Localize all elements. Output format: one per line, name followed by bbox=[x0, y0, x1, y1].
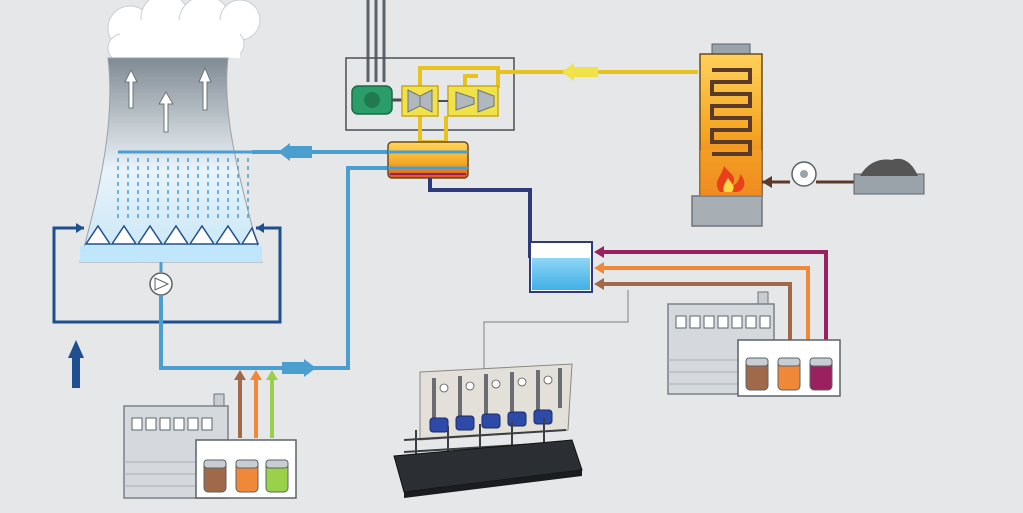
tank-icon bbox=[529, 241, 593, 293]
dosing-skid-icon bbox=[393, 363, 583, 498]
generator-icon bbox=[351, 85, 402, 115]
steam-plume-icon bbox=[107, 0, 261, 63]
cooling-water-line bbox=[159, 150, 388, 370]
flow-arrow-left bbox=[278, 143, 312, 161]
control-lines bbox=[483, 290, 629, 370]
makeup-water-arrow bbox=[68, 340, 84, 388]
chemical-feed-lines-right bbox=[602, 250, 828, 340]
cooling-tower-icon bbox=[79, 0, 263, 263]
boiler-icon bbox=[691, 43, 763, 227]
fan-icon bbox=[762, 161, 856, 188]
chemical-feed-lines-left bbox=[238, 378, 274, 438]
flame-icon bbox=[716, 166, 745, 192]
steam-flow-arrow bbox=[562, 63, 598, 81]
chemical-building-icon bbox=[667, 291, 841, 397]
condensate-line bbox=[428, 178, 532, 258]
coal-pile-icon bbox=[853, 158, 925, 195]
flow-arrow-right bbox=[282, 359, 316, 377]
turbine-housing bbox=[345, 0, 515, 131]
turbine-icon bbox=[401, 66, 698, 144]
condenser-icon bbox=[387, 141, 469, 179]
return-line bbox=[52, 226, 282, 324]
pump-icon bbox=[149, 262, 173, 296]
chemical-building-icon bbox=[123, 393, 297, 499]
